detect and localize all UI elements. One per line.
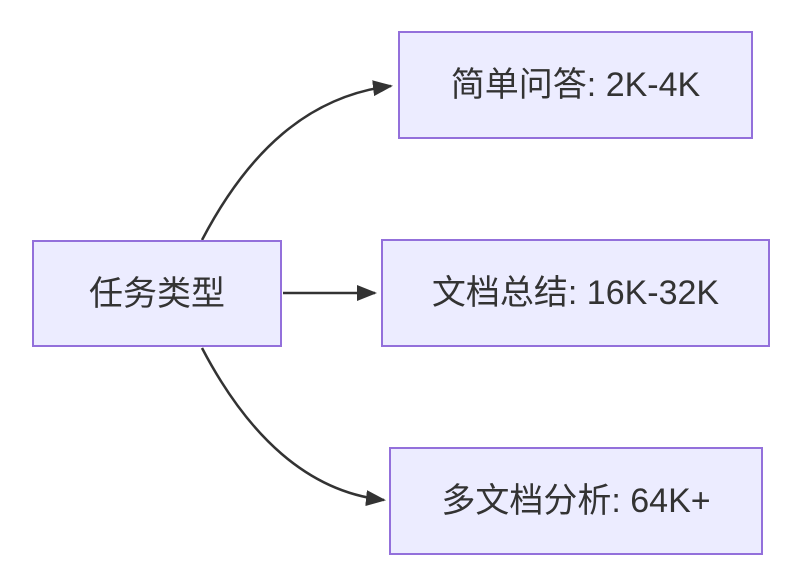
node-doc-summary-label: 文档总结: 16K-32K [431,274,720,312]
node-simple-qa-label: 简单问答: 2K-4K [450,66,701,104]
edge-root-to-simple-qa [200,80,393,241]
node-task-type: 任务类型 [32,240,282,347]
node-task-type-label: 任务类型 [89,274,225,313]
node-simple-qa: 简单问答: 2K-4K [398,31,753,139]
edge-root-to-multi-doc [200,347,386,507]
node-doc-summary: 文档总结: 16K-32K [381,239,770,347]
node-multi-doc-analysis: 多文档分析: 64K+ [389,447,763,555]
node-multi-doc-analysis-label: 多文档分析: 64K+ [441,482,711,520]
